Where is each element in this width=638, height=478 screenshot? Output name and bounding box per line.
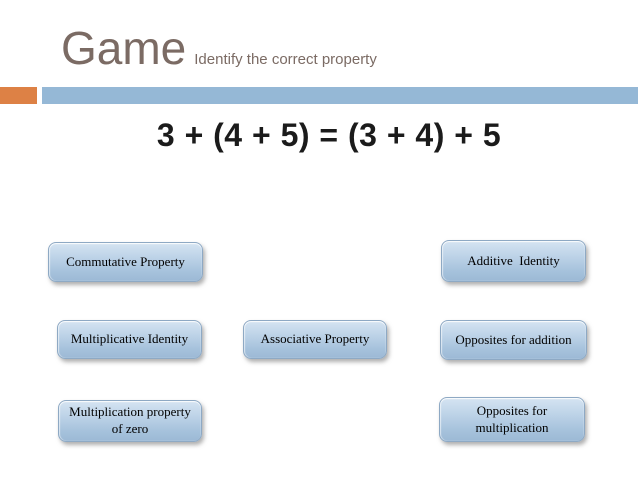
answer-button-opposites-for-addition[interactable]: Opposites for addition: [440, 320, 587, 360]
answer-button-commutative-property[interactable]: Commutative Property: [48, 242, 203, 282]
title-row: Game Identify the correct property: [61, 22, 377, 74]
answer-button-opposites-for-multiplication[interactable]: Opposites for multiplication: [439, 397, 585, 442]
answer-label: Multiplicative Identity: [70, 331, 189, 347]
answer-label: Associative Property: [260, 331, 370, 347]
answer-button-multiplicative-identity[interactable]: Multiplicative Identity: [57, 320, 202, 359]
answer-button-associative-property[interactable]: Associative Property: [243, 320, 387, 359]
answer-label: Additive Identity: [467, 252, 560, 268]
answer-label: Multiplication property of zero: [69, 404, 191, 436]
answer-button-multiplication-property-of-zero[interactable]: Multiplication property of zero: [58, 400, 202, 442]
page-subtitle: Identify the correct property: [194, 51, 377, 68]
answer-label: Opposites for multiplication: [475, 402, 549, 435]
accent-orange-bar: [0, 87, 37, 104]
accent-blue-bar: [42, 87, 638, 104]
answer-label: Commutative Property: [66, 253, 185, 269]
page-title: Game: [61, 22, 187, 74]
equation-text: 3 + (4 + 5) = (3 + 4) + 5: [156, 117, 502, 153]
answer-button-additive-identity[interactable]: Additive Identity: [441, 240, 586, 282]
answer-label: Opposites for addition: [455, 331, 572, 347]
